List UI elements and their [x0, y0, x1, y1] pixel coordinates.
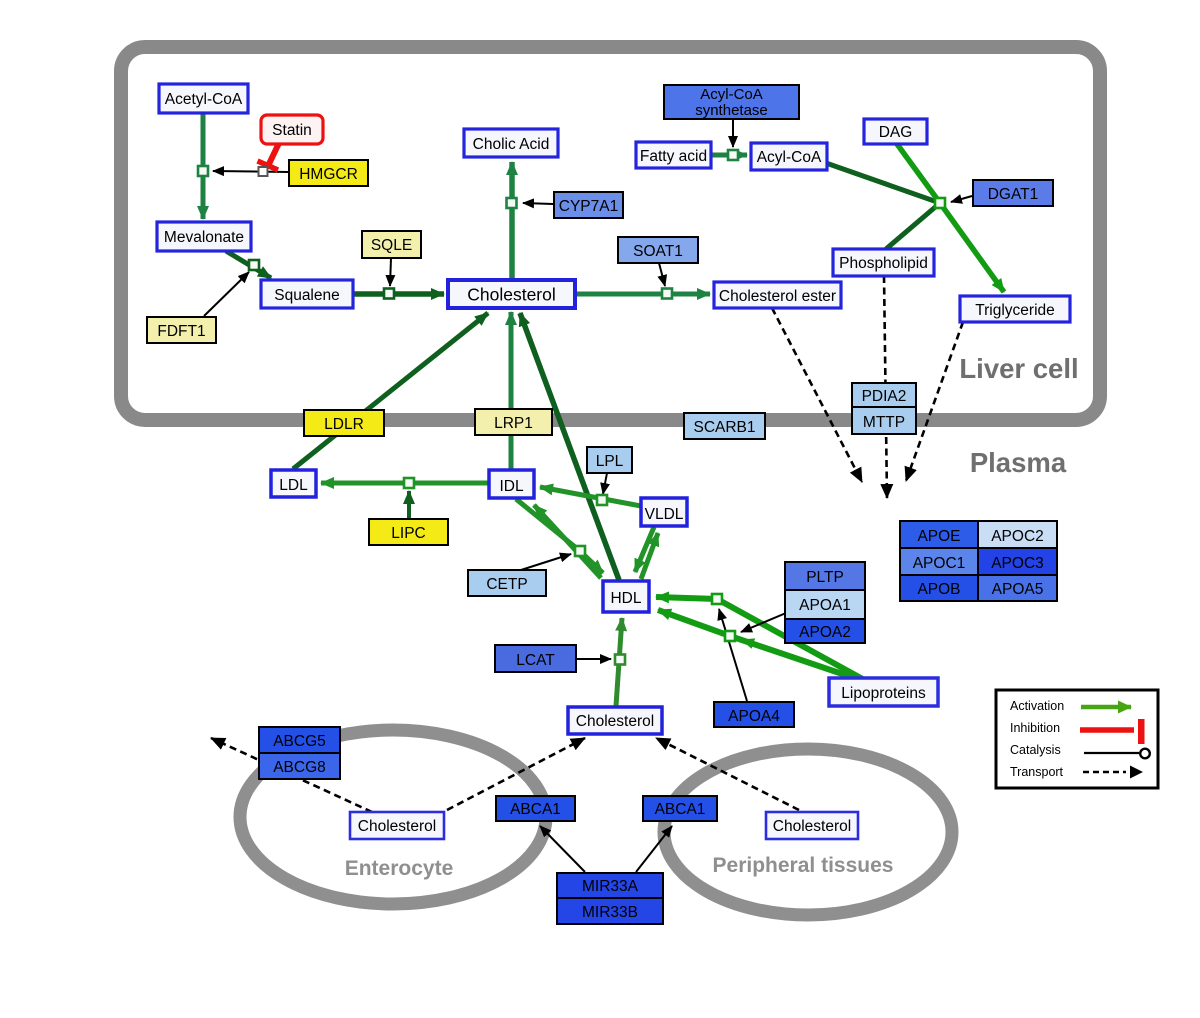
svg-text:MTTP: MTTP: [863, 414, 905, 431]
svg-text:DGAT1: DGAT1: [988, 186, 1039, 203]
svg-text:LDLR: LDLR: [324, 416, 364, 433]
svg-text:DAG: DAG: [879, 124, 913, 141]
svg-text:Activation: Activation: [1010, 699, 1064, 713]
svg-text:APOA2: APOA2: [799, 624, 851, 641]
svg-text:HMGCR: HMGCR: [299, 166, 358, 183]
svg-text:Cholesterol ester: Cholesterol ester: [719, 288, 836, 305]
svg-text:ABCA1: ABCA1: [510, 801, 561, 818]
svg-text:SCARB1: SCARB1: [693, 419, 755, 436]
svg-text:Statin: Statin: [272, 122, 312, 139]
svg-text:LRP1: LRP1: [494, 415, 533, 432]
svg-text:Plasma: Plasma: [970, 447, 1067, 478]
svg-text:Squalene: Squalene: [274, 287, 340, 304]
svg-text:Mevalonate: Mevalonate: [164, 229, 244, 246]
svg-text:Fatty acid: Fatty acid: [640, 148, 707, 165]
svg-text:PDIA2: PDIA2: [862, 388, 907, 405]
svg-text:Transport: Transport: [1010, 765, 1064, 779]
svg-text:APOC1: APOC1: [913, 555, 966, 572]
svg-text:SQLE: SQLE: [371, 237, 412, 254]
svg-text:VLDL: VLDL: [645, 506, 684, 523]
svg-text:MIR33B: MIR33B: [582, 904, 638, 921]
svg-text:PLTP: PLTP: [806, 569, 844, 586]
svg-text:APOA4: APOA4: [728, 708, 780, 725]
svg-text:Peripheral tissues: Peripheral tissues: [713, 854, 894, 877]
svg-text:Lipoproteins: Lipoproteins: [841, 685, 926, 702]
svg-text:LPL: LPL: [596, 453, 624, 470]
svg-text:Cholesterol: Cholesterol: [576, 713, 654, 730]
svg-text:APOC3: APOC3: [991, 555, 1044, 572]
svg-text:Cholesterol: Cholesterol: [773, 818, 851, 835]
svg-text:LDL: LDL: [279, 477, 308, 494]
svg-text:FDFT1: FDFT1: [157, 323, 205, 340]
svg-text:Catalysis: Catalysis: [1010, 743, 1061, 757]
svg-text:Acyl-CoA: Acyl-CoA: [757, 149, 822, 166]
svg-text:APOC2: APOC2: [991, 528, 1044, 545]
svg-text:APOE: APOE: [917, 528, 960, 545]
svg-text:Cholesterol: Cholesterol: [358, 818, 436, 835]
svg-text:APOB: APOB: [917, 581, 960, 598]
svg-text:Cholesterol: Cholesterol: [467, 285, 556, 305]
svg-text:Cholic Acid: Cholic Acid: [473, 136, 550, 153]
svg-text:ABCA1: ABCA1: [655, 801, 706, 818]
svg-text:ABCG8: ABCG8: [273, 759, 326, 776]
svg-text:Phospholipid: Phospholipid: [839, 255, 928, 272]
svg-text:ABCG5: ABCG5: [273, 733, 326, 750]
svg-text:SOAT1: SOAT1: [633, 243, 683, 260]
svg-text:CETP: CETP: [486, 576, 527, 593]
svg-text:APOA5: APOA5: [992, 581, 1044, 598]
svg-text:Triglyceride: Triglyceride: [975, 302, 1055, 319]
svg-text:Inhibition: Inhibition: [1010, 721, 1060, 735]
svg-text:APOA1: APOA1: [799, 597, 851, 614]
svg-text:Acetyl-CoA: Acetyl-CoA: [165, 91, 243, 108]
svg-text:synthetase: synthetase: [695, 102, 768, 119]
svg-text:HDL: HDL: [610, 590, 641, 607]
svg-text:Acyl-CoA: Acyl-CoA: [700, 86, 763, 103]
svg-text:CYP7A1: CYP7A1: [559, 198, 618, 215]
svg-text:Liver cell: Liver cell: [959, 353, 1078, 384]
svg-text:IDL: IDL: [499, 478, 524, 495]
svg-text:Enterocyte: Enterocyte: [345, 857, 454, 880]
svg-text:LCAT: LCAT: [516, 652, 555, 669]
svg-text:MIR33A: MIR33A: [582, 878, 639, 895]
svg-text:LIPC: LIPC: [391, 525, 425, 542]
